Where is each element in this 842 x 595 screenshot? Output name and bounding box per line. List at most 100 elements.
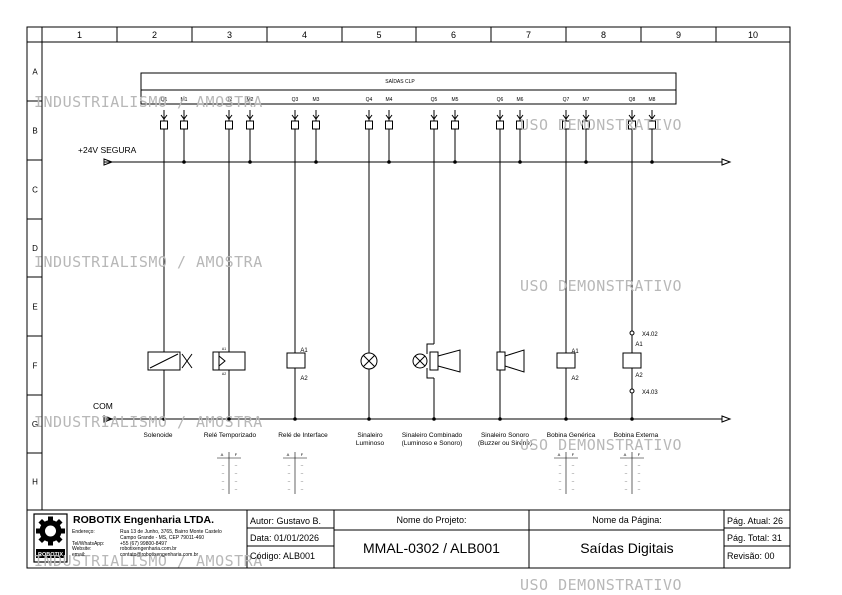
junction-dot	[314, 160, 318, 164]
contact-table-cell: --	[288, 486, 291, 491]
plc-output-m-arrow-head	[648, 114, 656, 120]
project-name: MMAL-0302 / ALB001	[363, 540, 500, 556]
plc-output-m-terminal	[385, 120, 393, 130]
common-rail-arrow	[721, 415, 732, 423]
contact-table-cell: --	[288, 470, 291, 475]
external-coil	[622, 352, 642, 369]
plc-output-q-arrow-head	[430, 114, 438, 120]
pilot-light-cross	[363, 355, 375, 367]
column-label: 9	[676, 30, 681, 40]
watermark-right: USO DEMONSTRATIVO	[520, 277, 683, 295]
sinaleiro-combinado-label: Sinaleiro Combinado	[402, 432, 463, 439]
generic-coil-a2: A2	[571, 376, 579, 382]
plc-output-q-arrow-head	[496, 114, 504, 120]
plc-output-m-terminal	[312, 120, 320, 130]
plc-output-m-label: M5	[452, 97, 459, 103]
plc-output-m-arrow-head	[180, 114, 188, 120]
title-block: ROBOTIX	[27, 509, 790, 568]
column-label: 1	[77, 30, 82, 40]
column-label: 5	[376, 30, 381, 40]
contact-table-header-f: F	[572, 452, 575, 457]
logo-gear-tooth	[36, 528, 41, 534]
contact-table-cell: --	[572, 462, 575, 467]
date: Data: 01/01/2026	[250, 533, 320, 543]
junction-dot	[432, 417, 436, 421]
junction-dot	[498, 417, 502, 421]
company-contact-labels: Endereço: Tel/WhatsApp: Website: email:	[72, 529, 105, 559]
contact-table-cell: --	[301, 486, 304, 491]
plc-module-title: SAÍDAS CLP	[385, 78, 415, 85]
sinaleiro-luminoso-label: Sinaleiro	[357, 432, 383, 439]
contact-table-cell: --	[559, 462, 562, 467]
generic-coil-a1: A1	[571, 349, 579, 355]
page-label: Nome da Página:	[592, 515, 662, 525]
plc-output-m-label: M7	[583, 97, 590, 103]
interface-relay-a1: A1	[300, 348, 308, 354]
sinaleiro-combinado-label-2: (Luminoso e Sonoro)	[402, 440, 463, 447]
timed-relay-timer-icon	[218, 352, 226, 370]
company-contact-values: Rua 13 de Junho, 3765, Bairro Monte Cast…	[120, 529, 222, 559]
column-label: 8	[601, 30, 606, 40]
outer-border	[26, 26, 791, 569]
contact-table-cell: --	[638, 478, 641, 483]
contact-table-header-f: F	[301, 452, 304, 457]
solenoide-label: Solenoide	[144, 432, 173, 439]
contact-table-cell: --	[301, 478, 304, 483]
plc-output-m-arrow-head	[451, 114, 459, 120]
contact-table-cell: --	[235, 486, 238, 491]
plc-output-m-terminal	[451, 120, 459, 130]
revision: Revisão: 00	[727, 551, 775, 561]
column-label: 6	[451, 30, 456, 40]
contact-table-cell: --	[235, 478, 238, 483]
logo-banner	[36, 549, 65, 558]
sounder-horn-icon	[504, 349, 525, 373]
contact-table-cell: --	[638, 486, 641, 491]
combined-signal-wiring	[426, 343, 434, 379]
plc-output-q-terminal	[160, 120, 168, 130]
plc-output-m-arrow-head	[312, 114, 320, 120]
logo-gear-tooth	[48, 540, 53, 546]
plc-output-m-arrow-head	[582, 114, 590, 120]
solenoid-diagonal	[149, 353, 179, 369]
author: Autor: Gustavo B.	[250, 516, 322, 526]
column-label: 2	[152, 30, 157, 40]
logo-gear-tooth	[55, 518, 63, 527]
plc-output-q-label: Q7	[563, 97, 570, 103]
contact-table-cell: --	[625, 462, 628, 467]
plc-output-q-arrow-head	[160, 114, 168, 120]
junction-dot	[564, 417, 568, 421]
plc-output-m-label: M1	[181, 97, 188, 103]
plc-output-q-label: Q1	[161, 97, 168, 103]
plc-output-q-label: Q4	[366, 97, 373, 103]
plc-output-q-terminal	[365, 120, 373, 130]
contact-table-cell: --	[235, 470, 238, 475]
contact-table-header-f: F	[235, 452, 238, 457]
junction-dot	[293, 417, 297, 421]
project-label: Nome do Projeto:	[396, 515, 467, 525]
plc-output-m-label: M6	[517, 97, 524, 103]
supply-rail-start-arrow	[103, 158, 114, 166]
terminal-x402	[629, 330, 635, 336]
logo-gear-tooth	[38, 535, 46, 544]
logo-text: ROBOTIX	[38, 552, 63, 558]
contact-table-cell: --	[235, 462, 238, 467]
watermark-left: INDUSTRIALISMO / AMOSTRA	[34, 253, 263, 271]
combined-signal-light-icon	[412, 353, 428, 369]
junction-dot	[453, 160, 457, 164]
junction-dot	[162, 417, 166, 421]
sounder-body	[496, 351, 506, 371]
row-label: B	[32, 127, 37, 136]
rele-temporizado-label: Relé Temporizado	[204, 432, 257, 439]
contact-table-cell: --	[288, 462, 291, 467]
junction-dot	[650, 160, 654, 164]
plc-output-m-terminal	[246, 120, 254, 130]
contact-table-header-a: A	[221, 452, 224, 457]
contact-table-cell: --	[638, 462, 641, 467]
timed-relay-a2: A2	[222, 372, 226, 376]
plc-output-q-terminal	[225, 120, 233, 130]
watermark-right: USO DEMONSTRATIVO	[520, 116, 683, 134]
